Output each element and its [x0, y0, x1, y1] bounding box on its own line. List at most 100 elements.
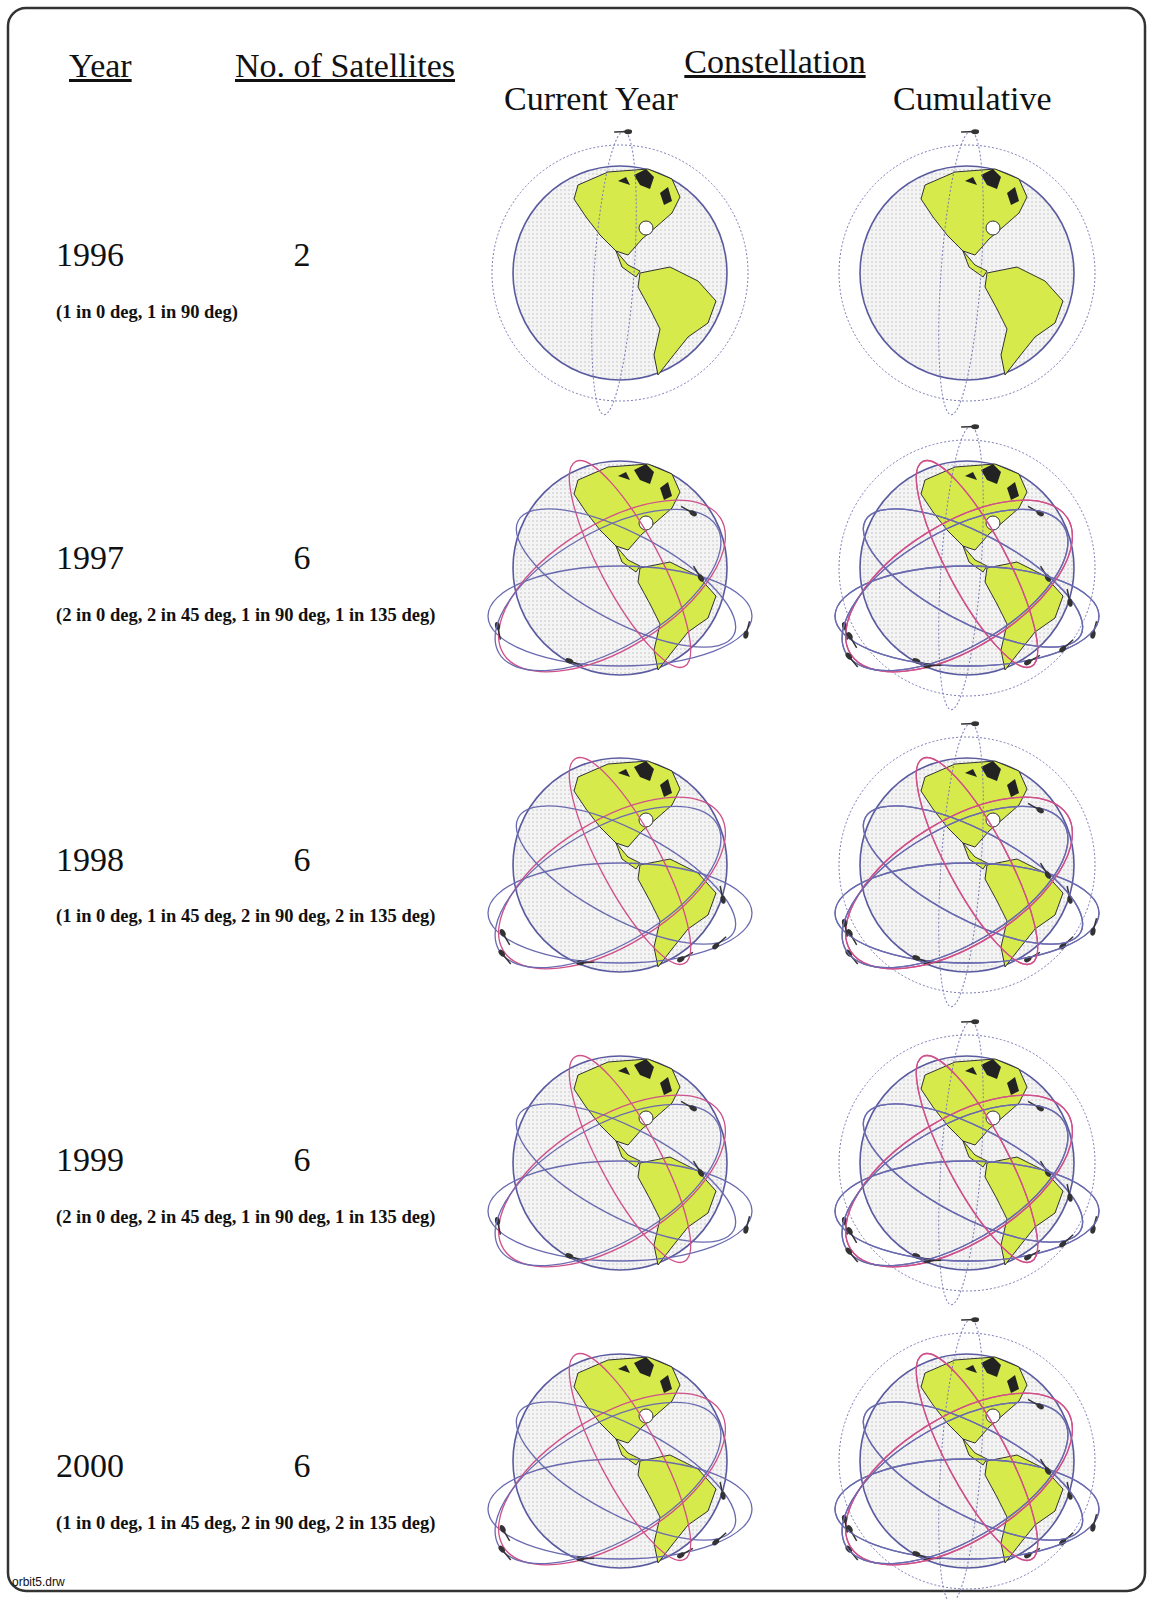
orbit-path: [835, 1459, 1099, 1559]
satellite: [1065, 1184, 1074, 1203]
orbit-path: [839, 1333, 1095, 1589]
central-america: [616, 1439, 640, 1465]
orbit-breakdown: (1 in 0 deg, 1 in 90 deg): [56, 302, 238, 322]
orbit-path: [498, 1375, 755, 1567]
orbit-path: [896, 1042, 1058, 1275]
orbit-path: [470, 477, 746, 703]
satellite: [497, 948, 512, 965]
satellite: [961, 424, 979, 429]
north-america: [574, 1059, 680, 1145]
arctic-islands: [965, 761, 1019, 797]
year-label: 1998: [56, 841, 124, 878]
orbit-path: [896, 447, 1058, 680]
gulf: [986, 221, 1000, 235]
orbit-path: [839, 145, 1095, 401]
orbit-path: [817, 477, 1093, 703]
satellite: [711, 1531, 728, 1547]
satellite: [676, 950, 694, 963]
arctic-islands: [618, 761, 672, 797]
satellite: [1027, 1397, 1045, 1410]
orbit-path: [549, 1340, 711, 1573]
globe-figure: [817, 1317, 1101, 1599]
satellite: [1038, 1458, 1052, 1476]
orbit-path: [498, 1077, 755, 1269]
orbit-path: [845, 1077, 1102, 1269]
orbit-path: [839, 737, 1095, 993]
globe-figure: [470, 1042, 754, 1301]
satellite-count: 2: [294, 236, 311, 273]
south-america: [985, 267, 1063, 375]
orbit-path: [817, 1370, 1093, 1596]
satellite-count: 6: [294, 1447, 311, 1484]
orbit-path: [817, 1072, 1093, 1298]
orbit-breakdown: (2 in 0 deg, 2 in 45 deg, 1 in 90 deg, 1…: [56, 1207, 435, 1227]
orbit-path: [818, 466, 1101, 707]
orbit-path: [845, 779, 1102, 971]
central-america: [963, 1439, 987, 1465]
south-america: [638, 267, 716, 375]
globe-figure: [470, 1340, 754, 1599]
orbit-path: [817, 477, 1093, 703]
orbit-path: [835, 566, 1099, 666]
orbit-path: [818, 763, 1101, 1004]
central-america: [616, 251, 640, 277]
orbit-path: [488, 1161, 752, 1261]
globe-figure: [817, 1019, 1101, 1306]
orbit-path: [498, 779, 755, 971]
orbit-path: [549, 447, 711, 680]
orbit-path: [818, 1359, 1101, 1599]
orbit-path: [470, 1370, 746, 1596]
central-america: [616, 843, 640, 869]
satellite-count: 6: [294, 1141, 311, 1178]
orbit-path: [488, 566, 752, 666]
globe-figure: [817, 721, 1101, 1008]
orbit-path: [845, 1375, 1102, 1567]
satellite: [1089, 918, 1098, 937]
north-america: [574, 761, 680, 847]
arctic-islands: [618, 169, 672, 205]
north-america: [921, 1059, 1027, 1145]
year-label: 1997: [56, 539, 124, 576]
orbit-path: [835, 863, 1099, 963]
satellite-count: 6: [294, 841, 311, 878]
orbit-path: [470, 1072, 746, 1298]
satellite: [1065, 589, 1074, 608]
orbit-path: [818, 1359, 1101, 1599]
globe-figure: [470, 447, 754, 706]
satellite: [691, 565, 705, 583]
orbit-path: [839, 1035, 1095, 1291]
satellite: [497, 1544, 512, 1561]
satellite: [742, 1216, 751, 1235]
arctic-islands: [965, 169, 1019, 205]
satellite: [676, 1546, 694, 1559]
year-label: 2000: [56, 1447, 124, 1484]
orbit-path: [584, 130, 644, 416]
orbit-path: [817, 774, 1093, 1000]
orbit-path: [818, 1061, 1101, 1302]
north-america: [574, 464, 680, 550]
satellite: [1023, 653, 1041, 666]
orbit-path: [817, 1072, 1093, 1298]
arctic-islands: [618, 1357, 672, 1393]
satellite: [718, 886, 727, 905]
orbit-path: [488, 863, 752, 963]
orbit-breakdown: (2 in 0 deg, 2 in 45 deg, 1 in 90 deg, 1…: [56, 605, 435, 625]
year-label: 1996: [56, 236, 124, 273]
north-america: [921, 1357, 1027, 1443]
satellite-count: 6: [294, 539, 311, 576]
arctic-islands: [965, 464, 1019, 500]
satellite: [1058, 638, 1075, 654]
north-america: [921, 464, 1027, 550]
orbit-path: [817, 1370, 1093, 1596]
orbit-path: [835, 1161, 1099, 1261]
satellite: [1089, 1514, 1098, 1533]
central-america: [963, 546, 987, 572]
globe-figure: [817, 424, 1101, 711]
central-america: [963, 251, 987, 277]
orbit-path: [835, 1161, 1099, 1261]
orbit-path: [817, 774, 1093, 1000]
satellite: [718, 1482, 727, 1501]
orbit-path: [931, 1020, 991, 1306]
satellite: [691, 1160, 705, 1178]
